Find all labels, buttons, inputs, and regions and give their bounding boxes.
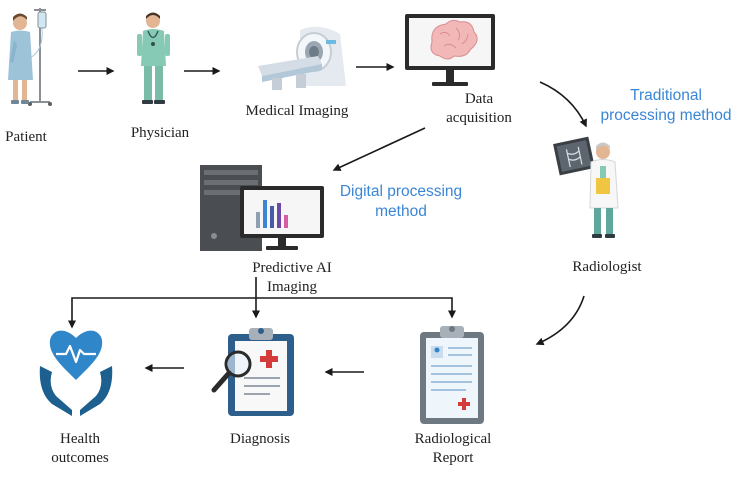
digital-line2: method bbox=[375, 203, 427, 220]
predictive-ai-label: Predictive AI Imaging bbox=[222, 259, 362, 297]
digital-line1: Digital processing bbox=[339, 183, 463, 200]
report-line1: Radiological bbox=[414, 431, 492, 447]
arrow-radiologist-report bbox=[535, 295, 585, 346]
physician-icon bbox=[137, 12, 170, 104]
mri-scanner-icon bbox=[258, 26, 346, 90]
report-clipboard-icon bbox=[420, 326, 484, 424]
data-acquisition-label: Data acquisition bbox=[424, 90, 534, 128]
patient-label: Patient bbox=[5, 129, 47, 145]
patient-icon bbox=[8, 8, 52, 106]
heart-hands-icon bbox=[39, 330, 113, 416]
traditional-line2: processing method bbox=[600, 107, 732, 124]
diagnosis-label: Diagnosis bbox=[230, 431, 290, 447]
radiological-report-label: Radiological Report bbox=[398, 430, 508, 468]
arrow-branch-report bbox=[256, 297, 456, 319]
traditional-line1: Traditional bbox=[630, 87, 702, 104]
radiologist-label: Radiologist bbox=[572, 259, 642, 275]
flow-arrows bbox=[68, 63, 587, 376]
radiologist-icon bbox=[553, 136, 619, 238]
predictive-line2: Imaging bbox=[267, 279, 317, 295]
traditional-method-label: Traditional processing method bbox=[584, 86, 748, 126]
predictive-line1: Predictive AI bbox=[252, 260, 332, 276]
data-acquisition-line2: acquisition bbox=[446, 110, 512, 126]
health-outcomes-label: Health outcomes bbox=[40, 430, 120, 468]
arrow-data-radiologist bbox=[539, 81, 587, 128]
medical-imaging-label: Medical Imaging bbox=[245, 103, 349, 119]
data-acquisition-line1: Data bbox=[464, 91, 494, 107]
arrow-branch-health bbox=[68, 297, 256, 329]
brain-monitor-icon bbox=[405, 14, 495, 86]
ai-computer-icon bbox=[200, 165, 324, 251]
diagnosis-clipboard-icon bbox=[211, 328, 294, 416]
report-line2: Report bbox=[432, 450, 474, 466]
physician-label: Physician bbox=[130, 125, 190, 141]
digital-method-label: Digital processing method bbox=[322, 182, 480, 222]
arrow-data-predictive bbox=[332, 127, 426, 171]
health-line1: Health bbox=[60, 431, 100, 447]
health-line2: outcomes bbox=[51, 450, 109, 466]
